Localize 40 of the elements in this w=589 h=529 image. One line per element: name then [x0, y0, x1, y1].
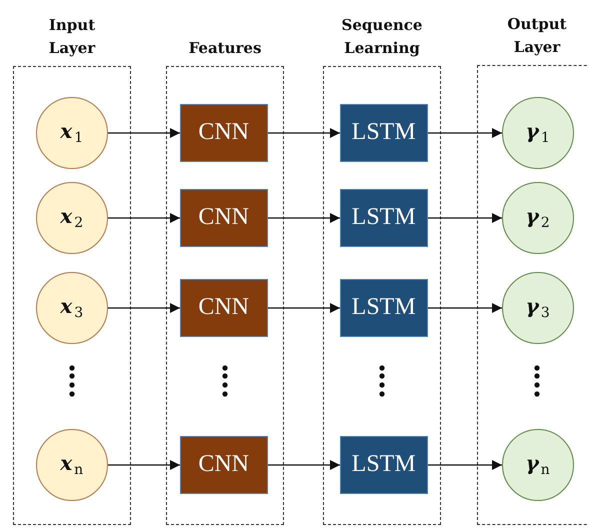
arrow — [108, 213, 180, 223]
column-heading: Input Layer — [48, 15, 96, 58]
arrow — [428, 213, 502, 223]
block-label: LSTM — [352, 451, 416, 478]
variable-label: x$_{1}$ — [60, 119, 84, 146]
lstm-block — [340, 278, 428, 337]
arrow — [268, 128, 340, 138]
block-label: CNN — [198, 119, 250, 146]
column-heading: Output Layer — [506, 14, 568, 58]
variable-label: γ$_{1}$ — [526, 119, 550, 146]
cnn-block — [180, 278, 268, 337]
arrow — [108, 128, 180, 138]
block-label: CNN — [198, 294, 250, 322]
arrow — [268, 460, 340, 470]
block-label: LSTM — [352, 294, 416, 322]
cnn-block — [180, 436, 268, 494]
column-heading: Features — [188, 38, 262, 58]
arrow — [108, 460, 180, 470]
variable-label: γ$_{3}$ — [526, 294, 550, 322]
block-label: CNN — [198, 451, 250, 478]
cnn-block — [180, 104, 268, 162]
block-label: LSTM — [352, 119, 416, 146]
variable-label: γ$_{n}$ — [526, 451, 550, 478]
lstm-block — [340, 104, 428, 162]
column-heading: Sequence Learning — [340, 15, 424, 58]
arrow — [108, 303, 180, 313]
arrow — [268, 303, 340, 313]
arrow — [268, 213, 340, 223]
cnn-block — [180, 188, 268, 247]
arrow — [428, 303, 502, 313]
variable-label: x$_{3}$ — [60, 294, 84, 322]
arrow — [428, 128, 502, 138]
variable-label: x$_{2}$ — [60, 204, 84, 232]
block-label: CNN — [198, 204, 250, 232]
lstm-block — [340, 188, 428, 247]
variable-label: γ$_{2}$ — [526, 204, 550, 232]
arrow — [428, 460, 502, 470]
variable-label: x$_{n}$ — [60, 451, 84, 478]
lstm-block — [340, 436, 428, 494]
block-label: LSTM — [352, 204, 416, 232]
